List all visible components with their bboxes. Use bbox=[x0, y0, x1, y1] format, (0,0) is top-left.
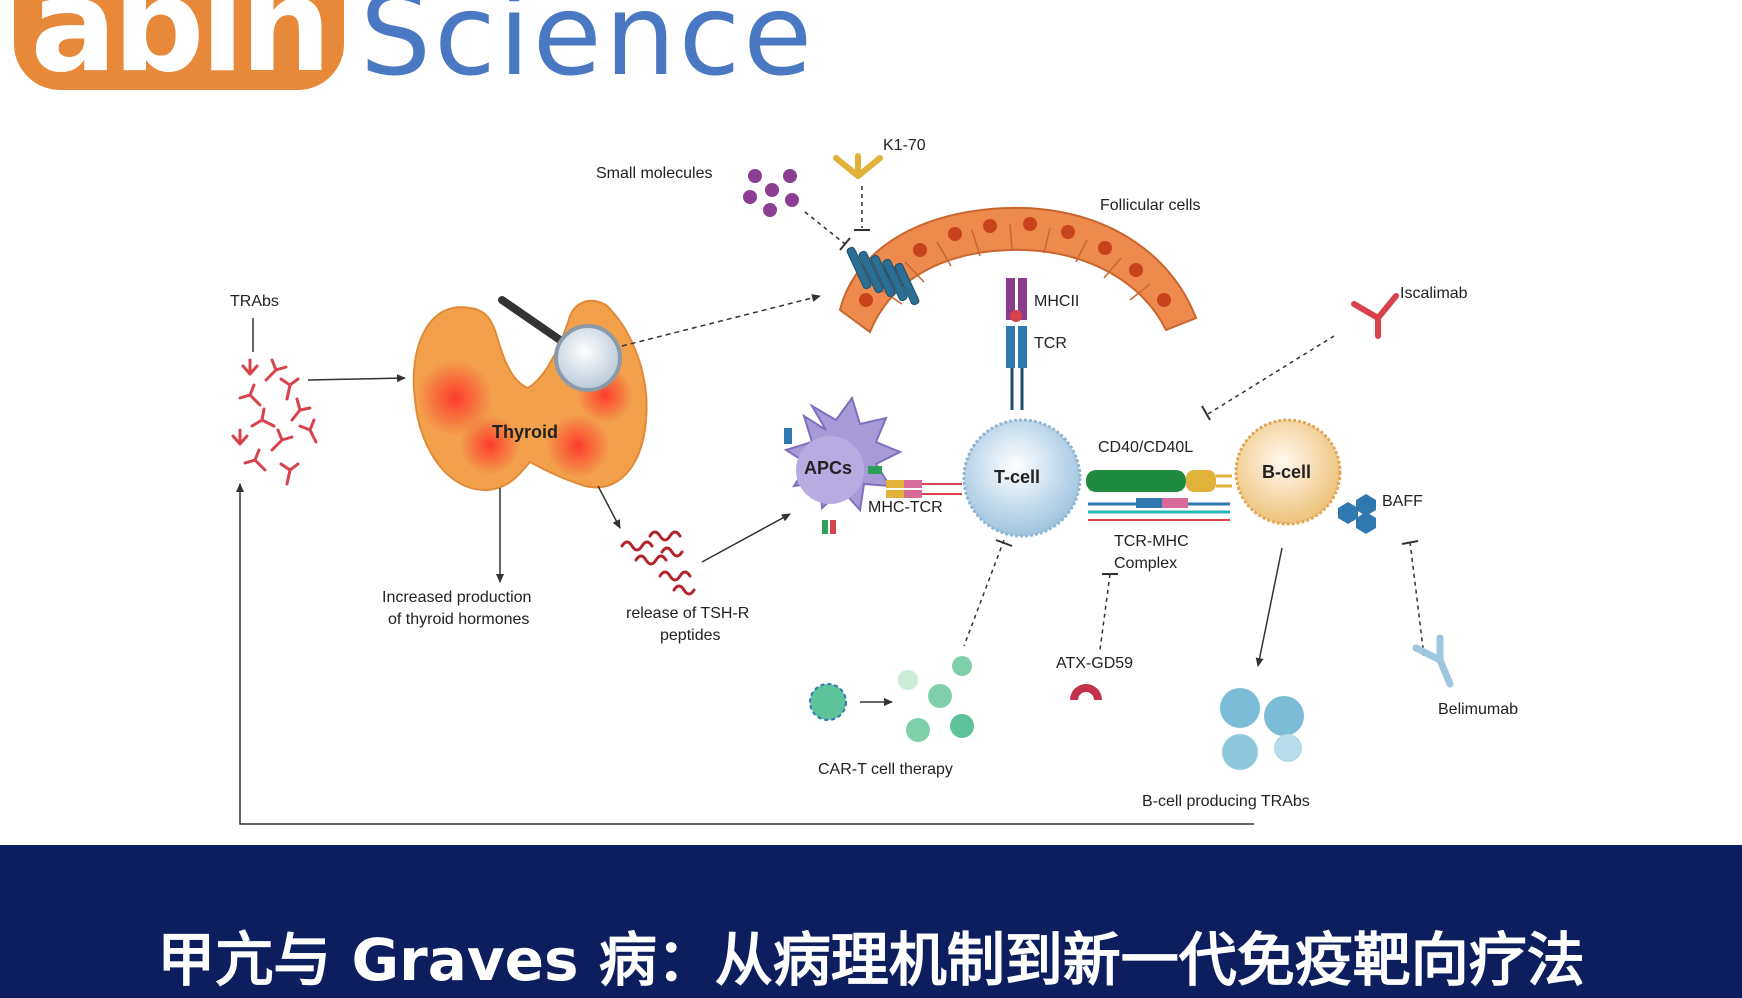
arrow-thyroid-peptides bbox=[597, 485, 621, 529]
trabs-label: TRAbs bbox=[230, 293, 279, 310]
banner-title: 甲亢与 Graves 病：从病理机制到新一代免疫靶向疗法 bbox=[157, 926, 1585, 994]
tcr-mhc-complex-label: Complex bbox=[1114, 555, 1177, 572]
title-banner: 甲亢与 Graves 病：从病理机制到新一代免疫靶向疗法 bbox=[0, 845, 1742, 998]
iscalimab-antibody bbox=[1351, 293, 1399, 339]
cart-label: CAR-T cell therapy bbox=[818, 761, 953, 778]
k170-antibody bbox=[833, 153, 883, 179]
follicular-cells-label: Follicular cells bbox=[1100, 197, 1200, 214]
plasma-cells bbox=[1220, 688, 1304, 770]
cart-inhibit-bar bbox=[995, 539, 1013, 547]
trabs-antibodies bbox=[231, 358, 318, 486]
arrow-peptides-apcs bbox=[701, 513, 791, 563]
tshr-peptides-label: peptides bbox=[660, 627, 721, 644]
mhcii-label: MHCII bbox=[1034, 293, 1079, 310]
baff-label: BAFF bbox=[1382, 493, 1423, 510]
arrow-bcell-plasma bbox=[1255, 547, 1283, 667]
belimumab-label: Belimumab bbox=[1438, 701, 1518, 718]
cart-cells bbox=[809, 656, 974, 742]
atx-inhibit bbox=[1099, 573, 1111, 651]
magnifier-icon bbox=[498, 296, 622, 392]
arrow-trabs-thyroid bbox=[307, 374, 406, 383]
mhcii-tcr-complex bbox=[1006, 278, 1027, 410]
follicular-cells bbox=[838, 206, 1198, 334]
tcr-mhc-label: TCR-MHC bbox=[1114, 533, 1189, 550]
thyroid-gland bbox=[412, 299, 648, 492]
tcr-label: TCR bbox=[1034, 335, 1067, 352]
graves-pathway-diagram: TRAbs Thyroid Increased production of th… bbox=[230, 137, 1518, 825]
abin-science-logo: abin Science bbox=[0, 0, 812, 100]
iscalimab-label: Iscalimab bbox=[1400, 285, 1468, 302]
increased-production-label: Increased production bbox=[382, 589, 531, 606]
small-molecules bbox=[743, 169, 799, 217]
arrow-magnifier-follicular bbox=[621, 294, 821, 347]
iscalimab-inhibit bbox=[1207, 335, 1335, 415]
mhc-tcr-label: MHC-TCR bbox=[868, 499, 943, 516]
belimumab-antibody bbox=[1412, 634, 1454, 688]
tshr-peptides bbox=[620, 530, 696, 596]
apc-cell bbox=[783, 395, 903, 513]
belimumab-inhibit-bar bbox=[1401, 540, 1419, 545]
cd40-cd40l-complex bbox=[1086, 470, 1232, 521]
small-molecules-inhibit bbox=[804, 211, 846, 245]
small-molecules-label: Small molecules bbox=[596, 165, 712, 182]
apc-receptors bbox=[784, 428, 882, 534]
small-molecules-inhibit-bar bbox=[839, 237, 851, 251]
apcs-label: APCs bbox=[804, 458, 852, 478]
tcell-label: T-cell bbox=[994, 467, 1040, 487]
cart-inhibit bbox=[963, 539, 1005, 647]
atx-label: ATX-GD59 bbox=[1056, 655, 1133, 672]
k170-label: K1-70 bbox=[883, 137, 926, 154]
atx-gd59-icon bbox=[1070, 684, 1102, 700]
tsh-receptor-icon bbox=[846, 246, 920, 306]
iscalimab-inhibit-bar bbox=[1201, 405, 1211, 421]
belimumab-inhibit bbox=[1409, 541, 1425, 657]
thyroid-label: Thyroid bbox=[492, 422, 558, 442]
feedback-arrow bbox=[236, 483, 1254, 825]
logo-science-text: Science bbox=[360, 0, 816, 101]
thyroid-hormones-label: of thyroid hormones bbox=[388, 611, 529, 628]
bcell-label: B-cell bbox=[1262, 462, 1311, 482]
cd40-label: CD40/CD40L bbox=[1098, 439, 1193, 456]
logo-abin-text: abin bbox=[14, 0, 344, 90]
bcell-producing-label: B-cell producing TRAbs bbox=[1142, 793, 1310, 810]
tshr-release-label: release of TSH-R bbox=[626, 605, 749, 622]
b-cell bbox=[1234, 418, 1342, 526]
baff-icon bbox=[1338, 494, 1376, 534]
t-cell bbox=[962, 418, 1082, 538]
mhc-tcr-link bbox=[886, 480, 962, 498]
